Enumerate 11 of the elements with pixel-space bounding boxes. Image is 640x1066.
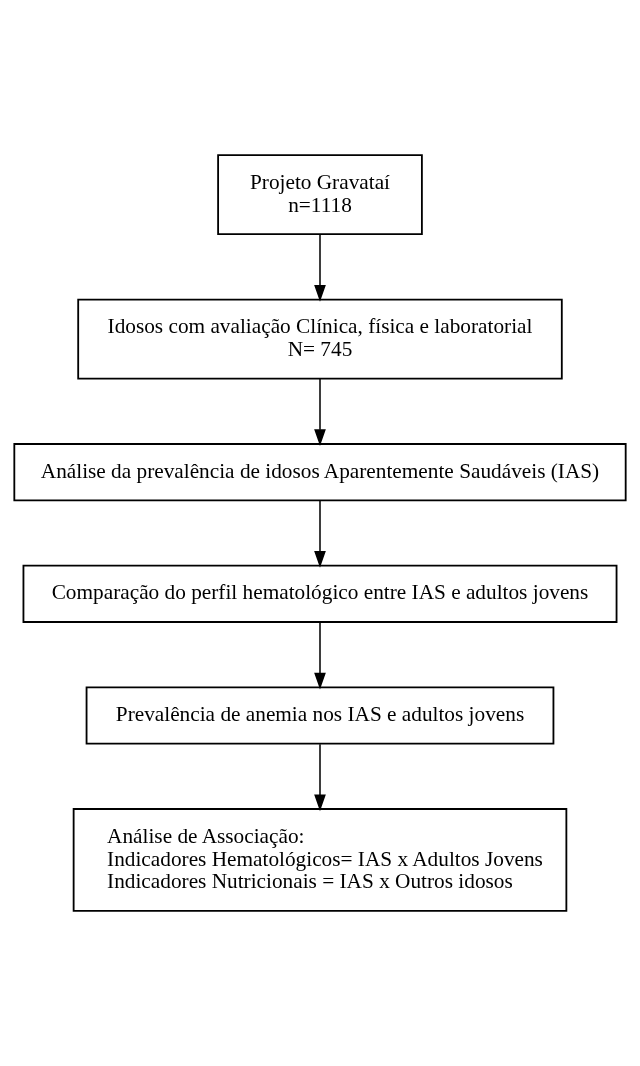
node-box: Análise de Associação: Indicadores Hematológicos= IAS x Adultos Jovens Indicadores Nutricionais = IAS x Outros idosos	[72, 808, 568, 912]
node-box: Idosos com avaliação Clínica, física e laboratorial N= 745	[77, 298, 563, 380]
arrow	[314, 234, 326, 302]
arrow	[314, 743, 326, 812]
node-box: Projeto Gravataí n=1118	[217, 154, 423, 236]
arrow	[314, 621, 326, 690]
node-box: Análise da prevalência de idosos Aparentemente Saudáveis (IAS)	[13, 443, 627, 502]
node-box: Comparação do perfil hematológico entre IAS e adultos jovens	[22, 564, 618, 623]
arrow	[314, 499, 326, 568]
arrow	[314, 378, 326, 447]
node-box: Prevalência de anemia nos IAS e adultos jovens	[85, 686, 555, 745]
